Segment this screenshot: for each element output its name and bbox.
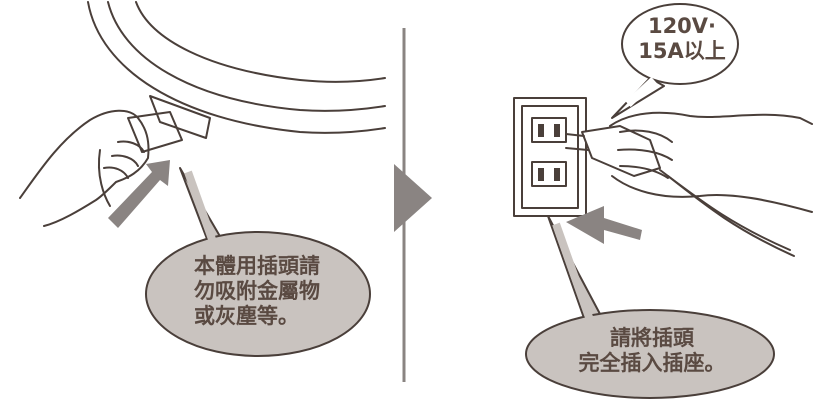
outlet-plate xyxy=(513,97,587,217)
left-callout-text: 本體用插頭請 勿吸附金屬物 或灰塵等。 xyxy=(194,254,320,328)
spec-line-2: 15A以上 xyxy=(638,38,726,63)
right-plug xyxy=(581,125,661,177)
wall-outlet xyxy=(513,97,587,217)
right-callout-bubble xyxy=(525,215,775,399)
left-callout-line-2: 勿吸附金屬物 xyxy=(194,278,320,303)
right-callout-text: 請將插頭 完全插入插座。 xyxy=(560,326,744,376)
left-callout-bubble xyxy=(145,167,371,357)
left-hand-finger3 xyxy=(103,166,129,179)
right-callout-line-1: 請將插頭 xyxy=(610,326,694,350)
appliance-body-inner xyxy=(107,1,386,112)
left-panel xyxy=(19,1,386,227)
next-step-arrow xyxy=(394,164,432,232)
right-hand xyxy=(609,111,813,213)
left-callout-line-1: 本體用插頭請 xyxy=(194,254,320,278)
outlet-socket-bottom xyxy=(531,161,567,187)
left-hand xyxy=(19,109,150,227)
outlet-socket-top xyxy=(531,117,567,143)
outlet-inner xyxy=(521,105,579,209)
spec-line-1: 120V· xyxy=(647,14,717,38)
spec-text: 120V· 15A以上 xyxy=(636,14,728,64)
right-cable xyxy=(659,169,791,251)
insert-arrow-right xyxy=(566,206,642,244)
appliance-body-outline xyxy=(87,1,386,134)
insert-arrow-left xyxy=(108,160,170,228)
appliance-body-rim xyxy=(135,1,386,83)
right-hand-plug xyxy=(565,111,813,257)
appliance-plug xyxy=(127,111,183,153)
left-hand-finger1 xyxy=(117,140,145,153)
spec-bubble xyxy=(611,3,739,119)
left-cable xyxy=(98,149,111,207)
left-hand-finger2 xyxy=(111,154,139,167)
right-callout-line-2: 完全插入插座。 xyxy=(578,350,726,375)
left-callout-line-3: 或灰塵等。 xyxy=(194,303,299,328)
